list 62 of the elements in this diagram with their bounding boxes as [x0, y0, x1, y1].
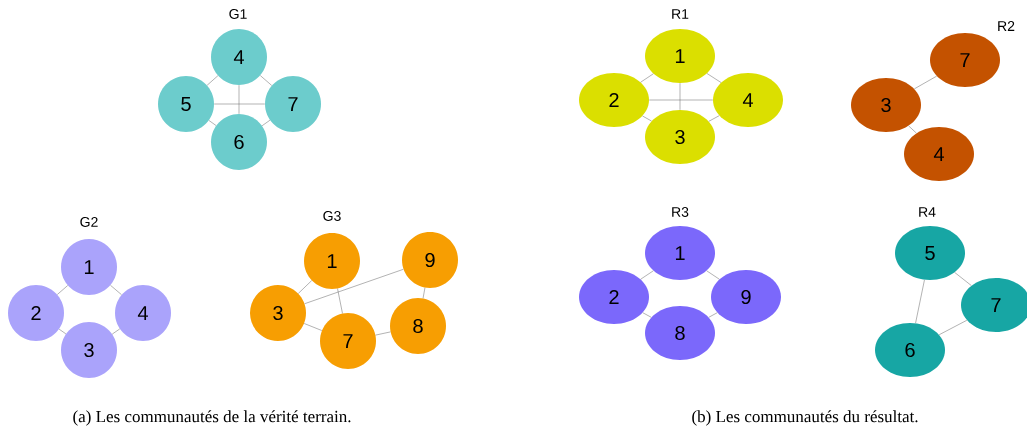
edge-line [260, 75, 272, 86]
graph-node: 7 [930, 33, 1000, 87]
edge-line [298, 280, 312, 294]
edge-line [679, 82, 681, 111]
graph-node: 2 [8, 285, 64, 341]
edge-line [938, 320, 968, 335]
graph-node: 1 [61, 239, 117, 295]
graph-node: 7 [265, 76, 321, 132]
caption: (a) Les communautés de la vérité terrain. [73, 410, 351, 426]
edge-line [213, 103, 266, 105]
edge-line [914, 75, 937, 90]
graph-node: 3 [250, 285, 306, 341]
graph-node: 9 [711, 270, 781, 324]
edge-line [908, 125, 917, 134]
graph-node: 8 [390, 298, 446, 354]
graph-node: 5 [895, 226, 965, 280]
edge-line [954, 272, 972, 286]
edge-line [206, 75, 219, 86]
edge-line [706, 73, 722, 83]
edge-line [375, 331, 391, 336]
graph-node: 9 [402, 232, 458, 288]
edge-line [706, 270, 720, 280]
graph-node: 5 [158, 76, 214, 132]
graph-node: 6 [211, 114, 267, 170]
graph-node: 3 [61, 322, 117, 378]
graph-node: 1 [645, 29, 715, 83]
edge-line [708, 115, 720, 122]
edge-line [304, 269, 404, 304]
graph-node: 4 [211, 29, 267, 85]
graph-node: 3 [645, 110, 715, 164]
edge-line [915, 279, 925, 324]
graph-node: 3 [851, 78, 921, 132]
edge-line [208, 120, 217, 126]
community-label: R2 [998, 21, 1015, 31]
graph-node: 7 [320, 313, 376, 369]
graph-node: 1 [645, 226, 715, 280]
edge-line [110, 285, 122, 295]
graph-node: 7 [961, 278, 1027, 332]
edge-line [708, 312, 718, 318]
graph-node: 4 [713, 73, 783, 127]
edge-line [238, 84, 240, 115]
graph-node: 8 [645, 306, 715, 360]
edge-line [640, 270, 654, 280]
edge-line [57, 285, 68, 295]
edge-line [642, 115, 652, 122]
edge-line [303, 323, 323, 331]
graph-node: 4 [904, 127, 974, 181]
edge-line [422, 287, 426, 299]
edge-line [337, 288, 343, 314]
edge-line [648, 99, 714, 101]
graph-node: 2 [579, 73, 649, 127]
graph-node: 6 [875, 323, 945, 377]
community-label: R4 [919, 207, 936, 217]
graph-node: 2 [579, 270, 649, 324]
edge-line [642, 312, 652, 318]
edge-line [58, 328, 67, 335]
graph-node: 1 [304, 233, 360, 289]
edge-line [112, 328, 120, 335]
graph-node: 4 [115, 285, 171, 341]
edge-line [640, 73, 654, 83]
edge-line [261, 120, 271, 126]
caption: (b) Les communautés du résultat. [692, 410, 918, 426]
